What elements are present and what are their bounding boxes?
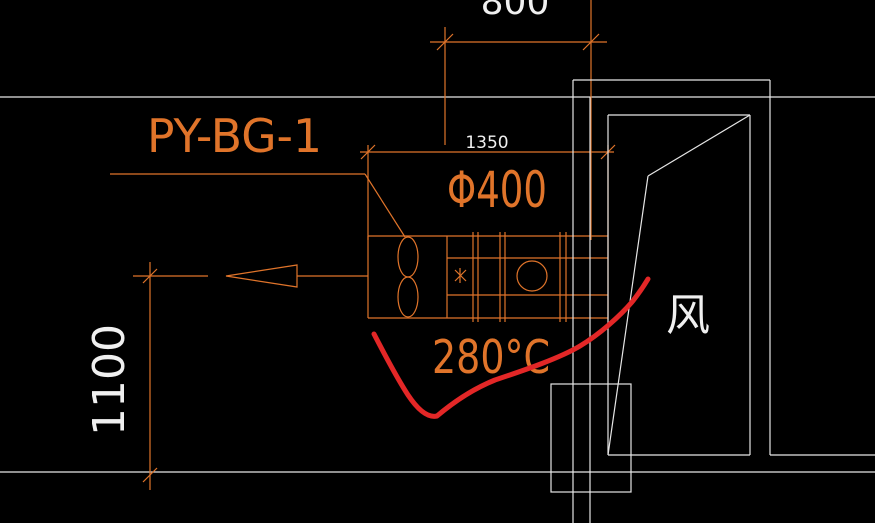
red-markup-stroke bbox=[371, 276, 651, 419]
vertical-dimension: 1100 bbox=[84, 262, 158, 490]
air-shaft: 风 bbox=[550, 79, 875, 523]
duct-diameter-label: Φ400 bbox=[447, 161, 547, 219]
width-dimension-text: 1350 bbox=[465, 133, 508, 153]
fan-blade-bottom bbox=[397, 276, 419, 318]
top-dimension-text: 800 bbox=[481, 0, 550, 23]
top-dimension: 800 bbox=[430, 0, 607, 240]
damper-circle bbox=[516, 260, 548, 292]
fan-blade-top bbox=[397, 236, 419, 278]
vertical-dimension-text: 1100 bbox=[84, 324, 135, 436]
temperature-label: 280°C bbox=[432, 330, 550, 384]
shaft-diagonal-top bbox=[647, 114, 751, 177]
equipment-callout: PY-BG-1 bbox=[110, 109, 406, 238]
shaft-diagonal bbox=[607, 175, 649, 456]
fan-unit bbox=[367, 232, 608, 322]
equipment-label: PY-BG-1 bbox=[147, 109, 322, 163]
airflow-arrow bbox=[133, 264, 368, 288]
shaft-box bbox=[550, 383, 632, 493]
building-grid-lines bbox=[0, 96, 875, 473]
valve-symbol bbox=[454, 268, 467, 283]
shaft-label: 风 bbox=[666, 290, 710, 341]
leader-diagonal bbox=[364, 173, 406, 238]
